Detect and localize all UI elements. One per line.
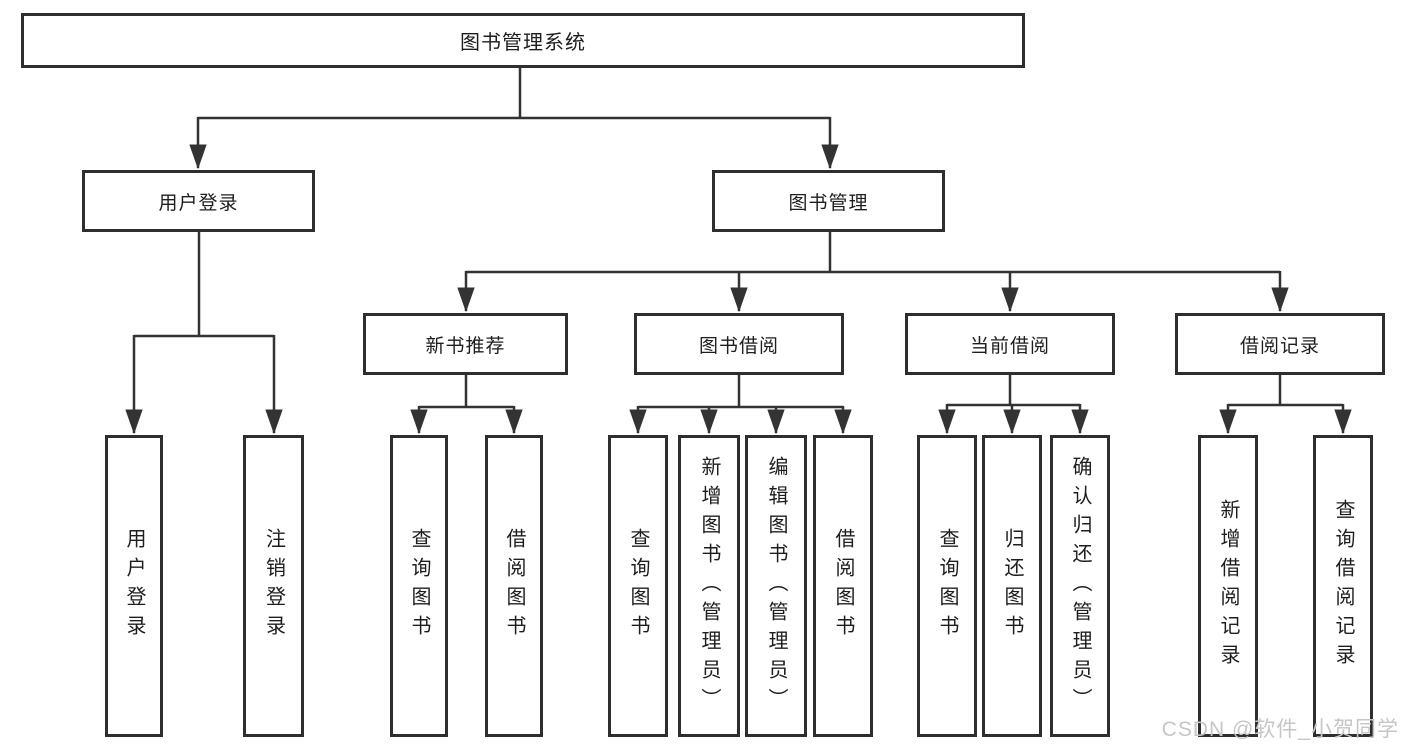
leaf-confirm-return-admin: 确认归还（管理员）	[1050, 435, 1110, 737]
node-book-borrow: 图书借阅	[634, 313, 844, 375]
leaf-query-books-borrow: 查询图书	[608, 435, 668, 737]
leaf-return-books: 归还图书	[982, 435, 1042, 737]
node-book-management: 图书管理	[712, 170, 945, 232]
node-root: 图书管理系统	[21, 13, 1025, 68]
leaf-query-books-recommend: 查询图书	[390, 435, 448, 737]
leaf-user-login: 用户登录	[105, 435, 163, 737]
leaf-add-borrow-record: 新增借阅记录	[1198, 435, 1258, 737]
leaf-query-books-current: 查询图书	[917, 435, 977, 737]
node-user-login: 用户登录	[82, 170, 315, 232]
leaf-query-borrow-record: 查询借阅记录	[1313, 435, 1373, 737]
node-borrow-records: 借阅记录	[1175, 313, 1385, 375]
leaf-borrow-books-recommend: 借阅图书	[485, 435, 543, 737]
csdn-watermark: CSDN @软件_小贺同学	[1161, 718, 1399, 741]
leaf-logout: 注销登录	[243, 435, 304, 737]
node-current-borrow: 当前借阅	[905, 313, 1115, 375]
leaf-borrow-books: 借阅图书	[813, 435, 873, 737]
leaf-add-books-admin: 新增图书（管理员）	[678, 435, 740, 737]
leaf-edit-books-admin: 编辑图书（管理员）	[745, 435, 807, 737]
node-new-book-recommend: 新书推荐	[363, 313, 568, 375]
